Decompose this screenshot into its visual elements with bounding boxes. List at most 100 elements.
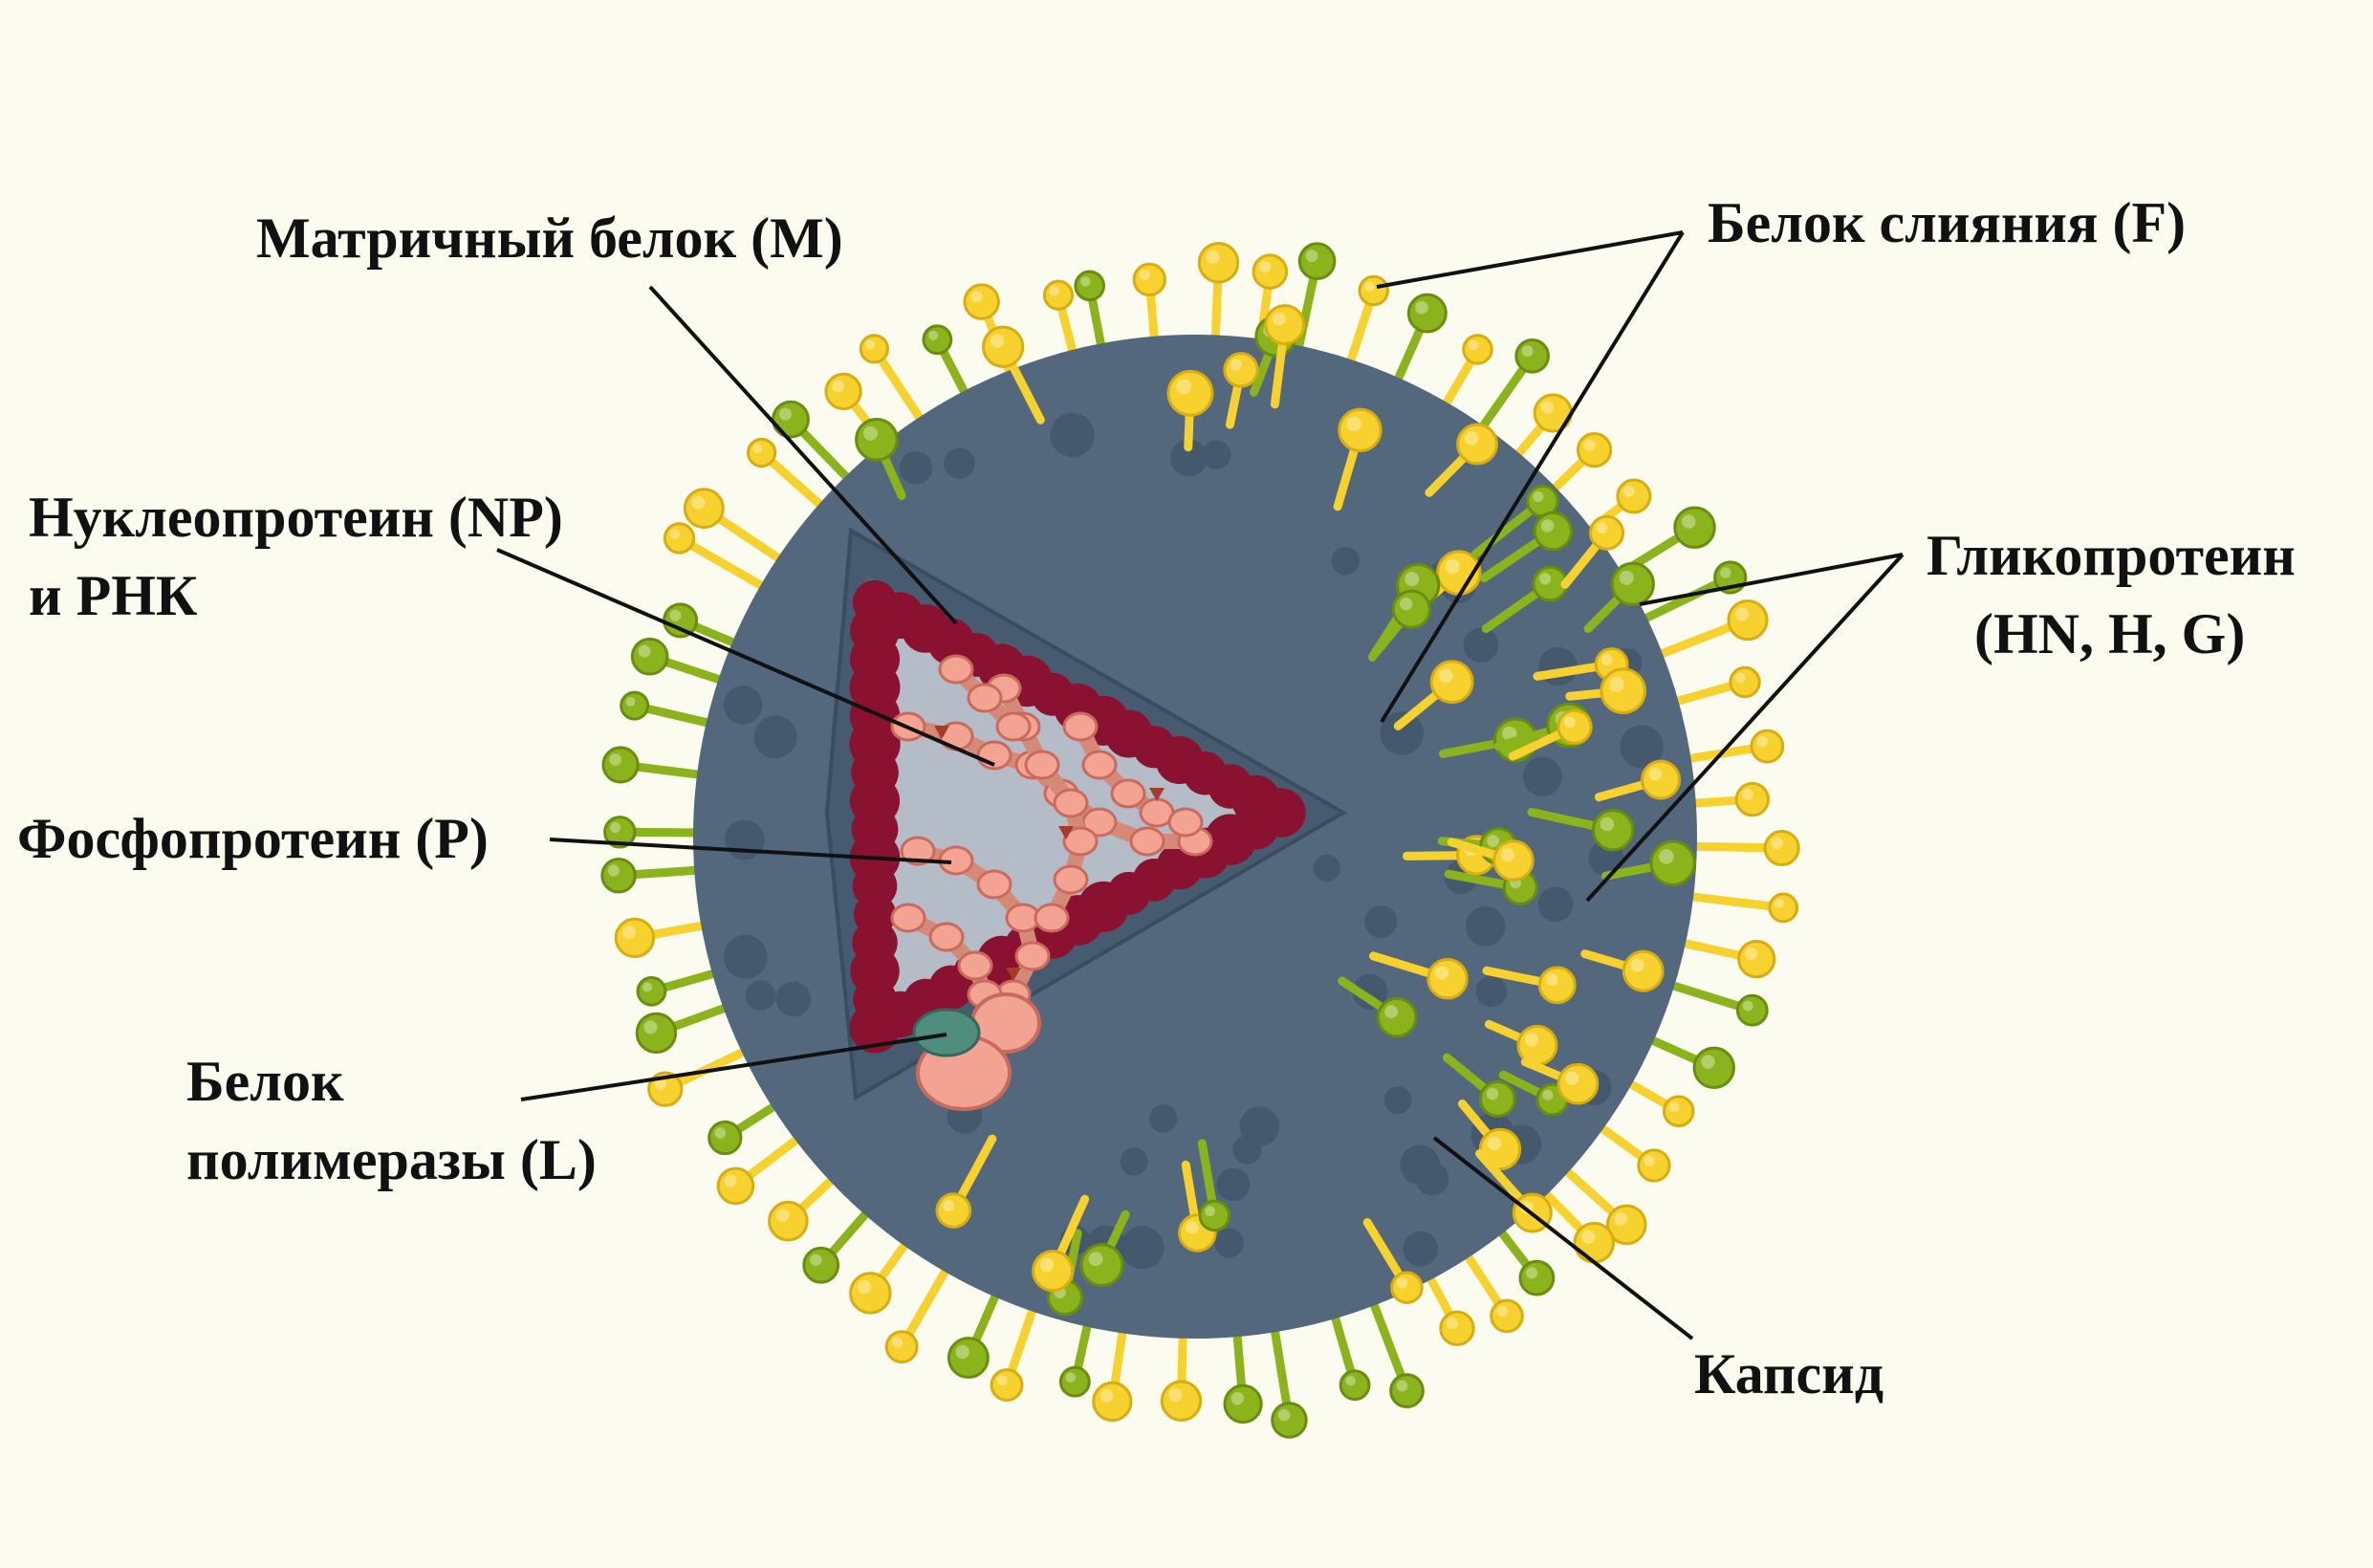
surface-pit [775, 981, 812, 1017]
phosphoprotein-marker [1058, 826, 1074, 839]
glycoprotein-spike [1198, 1199, 1231, 1232]
glycoprotein-spike [947, 1337, 990, 1380]
spike-highlight [1540, 519, 1555, 533]
surface-pit [1214, 1228, 1244, 1258]
surface-pit [1313, 854, 1340, 882]
surface-pit [723, 934, 768, 979]
fusion-protein-spike [935, 1192, 972, 1229]
fusion-protein-spike [1763, 829, 1800, 867]
nucleoprotein-bead [938, 654, 974, 685]
fusion-protein-spike [1439, 1310, 1475, 1346]
spike-highlight [1434, 966, 1449, 980]
label-polymerase-line1: Белок [186, 1050, 344, 1113]
fusion-protein-spike [1637, 1148, 1671, 1183]
spike-highlight [996, 1375, 1008, 1386]
fusion-protein-spike [1429, 660, 1474, 705]
nucleoprotein-bead [900, 836, 936, 866]
spike-highlight [1563, 716, 1576, 729]
label-glycoprotein-line2: (HN, H, G) [1974, 602, 2246, 665]
surface-pit [944, 447, 975, 480]
fusion-protein-spike [647, 1071, 684, 1107]
surface-pit [1380, 711, 1425, 755]
spike-highlight [779, 407, 792, 421]
spike-highlight [832, 380, 844, 393]
spike-highlight [691, 495, 706, 510]
spike-highlight [810, 1253, 822, 1267]
label-glycoprotein: Гликопротеин (HN, H, G) [1927, 516, 2296, 673]
glycoprotein-spike [772, 400, 810, 439]
glycoprotein-spike [1339, 1369, 1371, 1402]
fusion-protein-spike [1616, 478, 1652, 514]
glycoprotein-spike [1478, 1080, 1516, 1118]
spike-highlight [1545, 973, 1558, 987]
nucleoprotein-bead [1129, 826, 1165, 857]
fusion-protein-spike [1768, 892, 1799, 924]
label-polymerase-line2: полимеразы (L) [186, 1128, 597, 1191]
spike-highlight [1614, 1212, 1628, 1226]
surface-pit [899, 450, 933, 485]
label-phosphoprotein-text: Фосфопротеин (Р) [17, 807, 489, 870]
fusion-protein-spike [1589, 514, 1625, 551]
spike-highlight [1168, 1388, 1183, 1403]
fusion-protein-spike [1490, 1298, 1524, 1334]
fusion-protein-spike [1166, 369, 1214, 417]
fusion-protein-spike [1573, 1222, 1616, 1264]
nucleoprotein-bead [1034, 903, 1070, 933]
spike-highlight [1608, 676, 1624, 692]
glycoprotein-spike [855, 417, 899, 462]
spike-highlight [1305, 250, 1318, 263]
fusion-protein-spike [1390, 1271, 1424, 1304]
spike-highlight [1771, 837, 1783, 849]
spike-highlight [1521, 345, 1534, 358]
spike-highlight [1230, 359, 1242, 371]
spike-highlight [1600, 654, 1613, 665]
spike-highlight [943, 1199, 955, 1211]
surface-pit [1121, 1226, 1165, 1270]
spike-highlight [1668, 1101, 1680, 1113]
glycoprotein-spike [663, 602, 699, 639]
glycoprotein-spike [1406, 293, 1448, 334]
fusion-protein-spike [1557, 1062, 1600, 1105]
spike-highlight [1099, 1389, 1114, 1403]
fusion-protein-spike [1734, 781, 1770, 817]
spike-highlight [1139, 269, 1151, 281]
glycoprotein-spike [630, 637, 669, 676]
spike-highlight [1080, 276, 1091, 287]
spike-highlight [863, 425, 878, 441]
surface-pit [1383, 1086, 1412, 1115]
spike-highlight [1397, 1277, 1408, 1289]
fusion-protein-spike [1252, 253, 1289, 290]
glycoprotein-spike [1533, 511, 1574, 552]
spike-highlight [1496, 1305, 1508, 1318]
fusion-protein-spike [768, 1200, 809, 1242]
glycoprotein-spike [1692, 1046, 1735, 1089]
fusion-protein-spike [1492, 839, 1535, 882]
spike-highlight [865, 339, 876, 350]
fusion-protein-spike [1605, 1204, 1647, 1246]
spike-highlight [1396, 1380, 1408, 1392]
spike-highlight [1049, 286, 1059, 296]
fusion-protein-spike [1537, 966, 1577, 1005]
glycoprotein-spike [603, 816, 637, 849]
glycoprotein-spike [1649, 839, 1696, 886]
label-matrix-protein: Матричный белок (М) [256, 199, 843, 277]
glycoprotein-spike [1735, 993, 1769, 1027]
spike-highlight [1446, 1318, 1458, 1330]
spike-highlight [1682, 514, 1696, 529]
spike-highlight [1277, 1408, 1291, 1422]
surface-spikes-front [723, 304, 1696, 1317]
spike-highlight [1735, 672, 1746, 684]
fusion-protein-spike [1576, 431, 1613, 468]
fusion-protein-spike [1557, 708, 1593, 746]
fusion-protein-spike [1223, 352, 1259, 388]
label-fusion-protein: Белок слияния (F) [1708, 184, 2186, 262]
surface-pit [723, 686, 763, 725]
spike-highlight [1538, 573, 1552, 585]
fusion-protein-spike [981, 325, 1025, 368]
spike-highlight [714, 1127, 727, 1139]
polymerase-complex [912, 992, 1041, 1111]
spike-highlight [1186, 1221, 1199, 1234]
spike-highlight [1533, 490, 1544, 503]
surface-pit [1331, 546, 1361, 576]
